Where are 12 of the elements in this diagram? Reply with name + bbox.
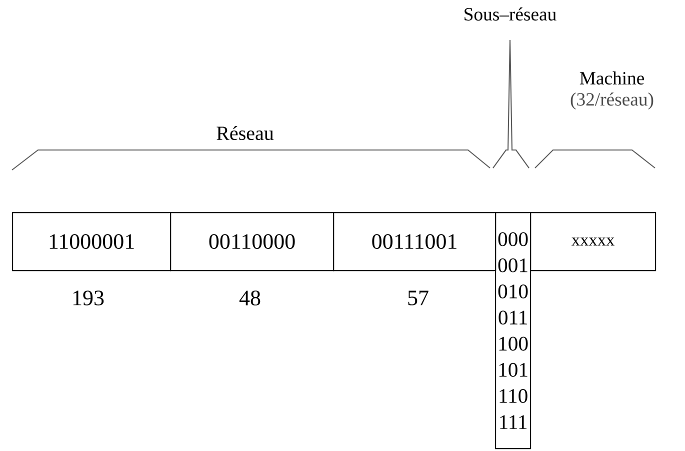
decimal-value: 48 <box>239 290 260 306</box>
bit-cell: 11000001 <box>12 212 172 272</box>
brace-label: (32/réseau) <box>570 92 654 110</box>
brace-label: Sous–réseau <box>464 7 556 21</box>
bit-column: 000 001 010 011 100 101 110 111 <box>495 212 532 450</box>
decimal-value: 193 <box>73 290 104 306</box>
bit-cell: 00111001 <box>333 212 496 272</box>
bit-cell: xxxxx <box>530 212 656 272</box>
decimal-value: 57 <box>408 290 428 306</box>
brace-label: Machine <box>580 71 644 85</box>
bit-cell: 00110000 <box>170 212 334 272</box>
brace-label: Réseau <box>216 126 274 140</box>
